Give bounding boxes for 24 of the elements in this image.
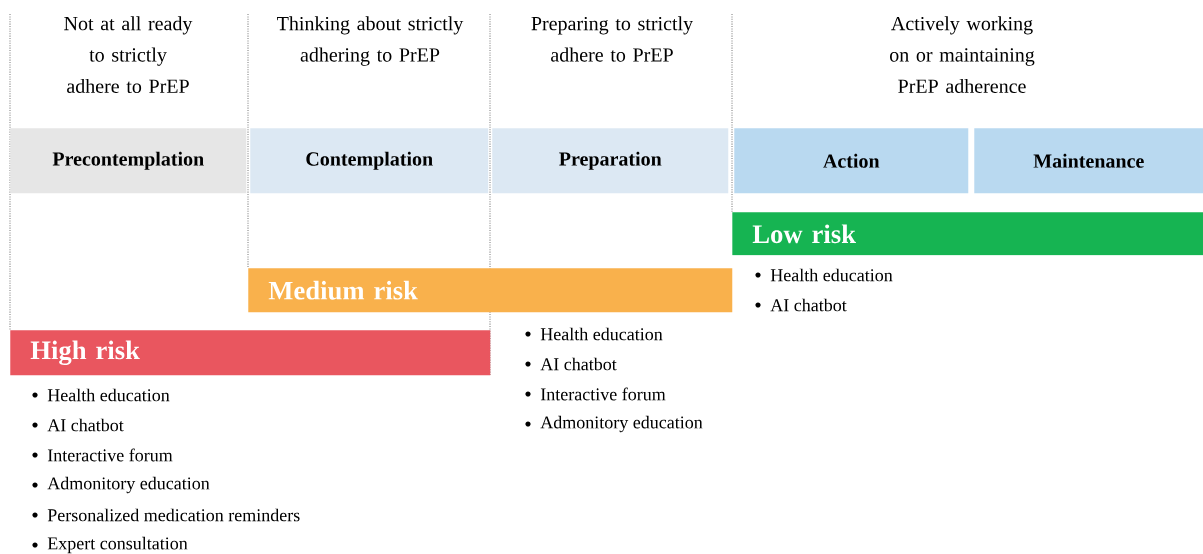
bullet-item: Health education	[47, 388, 170, 402]
stage-description: Preparing to strictly adhere to PrEP	[531, 16, 693, 62]
bullet-item: Admonitory education	[540, 415, 703, 433]
stage-box: Precontemplation	[10, 128, 247, 194]
stage-box: Contemplation	[250, 128, 489, 194]
bullet-item: Personalized medication reminders	[47, 508, 300, 522]
bullet-item: Expert consultation	[47, 536, 188, 554]
bullet-item: Interactive forum	[47, 448, 173, 462]
bullet-item: AI chatbot	[540, 357, 617, 371]
stage-description: Actively working on or maintaining PrEP adherence	[890, 16, 1035, 93]
bullet-item: AI chatbot	[770, 298, 847, 312]
bullet-item: Interactive forum	[540, 387, 666, 401]
risk-bar: Medium risk	[248, 268, 733, 313]
bullet-item: Health education	[540, 327, 663, 341]
risk-bar: Low risk	[732, 212, 1203, 256]
stage-box: Preparation	[492, 128, 729, 194]
bullet-item: AI chatbot	[47, 418, 124, 432]
bullet-item: Admonitory education	[47, 476, 210, 494]
stage-description: Thinking about strictly adhering to PrEP	[277, 16, 464, 66]
risk-bar: High risk	[10, 330, 491, 376]
stage-box: Action	[734, 128, 969, 194]
stage-description: Not at all ready to strictly adhere to PrEP	[64, 16, 193, 93]
bullet-item: Health education	[770, 268, 893, 282]
stage-box: Maintenance	[974, 128, 1203, 194]
